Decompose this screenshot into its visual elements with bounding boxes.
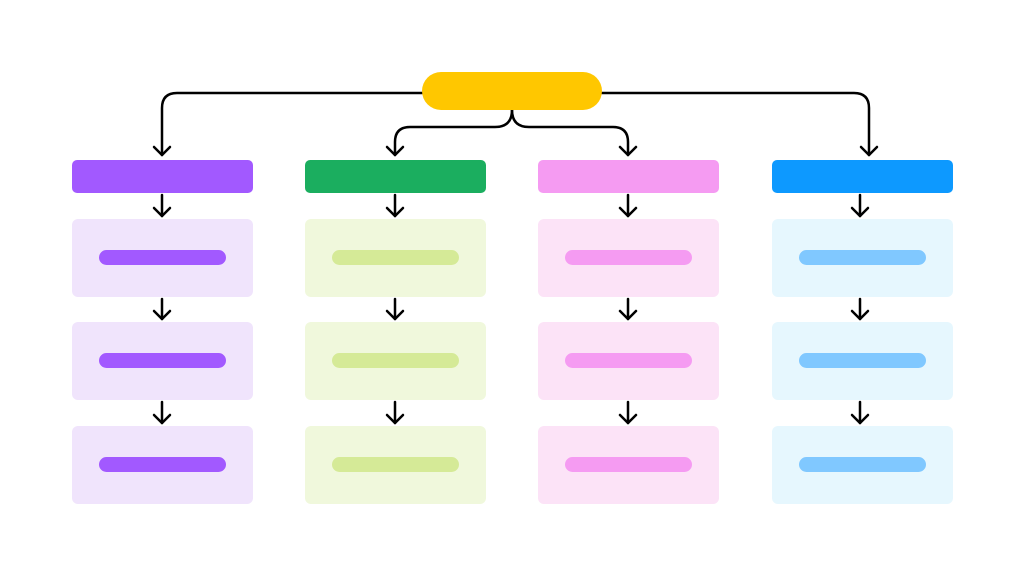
column-blue-card-2[interactable] — [772, 322, 953, 400]
column-pink-arrow-2-head — [618, 413, 638, 425]
column-green-arrow-0-head — [385, 206, 405, 218]
column-blue-card-1-text-placeholder — [799, 250, 926, 265]
column-blue-arrow-2-head — [850, 413, 870, 425]
connector-root-to-col4-head — [859, 145, 879, 157]
column-green-card-3[interactable] — [305, 426, 486, 504]
column-green-header[interactable] — [305, 160, 486, 193]
column-pink-card-2-text-placeholder — [565, 353, 692, 368]
column-pink-arrow-0-head — [618, 206, 638, 218]
column-purple-card-3-text-placeholder — [99, 457, 226, 472]
column-purple-card-2-text-placeholder — [99, 353, 226, 368]
column-purple-arrow-1-head — [152, 309, 172, 321]
column-pink-card-1-text-placeholder — [565, 250, 692, 265]
column-pink-card-3-text-placeholder — [565, 457, 692, 472]
column-green-card-2-text-placeholder — [332, 353, 459, 368]
column-blue-card-3-text-placeholder — [799, 457, 926, 472]
connector-root-to-col3-head — [618, 145, 638, 157]
column-purple-arrow-0-head — [152, 206, 172, 218]
root-node[interactable] — [422, 72, 602, 110]
connector-root-to-col4 — [600, 91, 871, 157]
column-purple-card-1-text-placeholder — [99, 250, 226, 265]
column-green-card-1[interactable] — [305, 219, 486, 297]
connector-root-to-col1 — [160, 91, 424, 157]
column-purple-arrow-2-head — [152, 413, 172, 425]
column-blue-arrow-1-head — [850, 309, 870, 321]
column-green-arrow-2-head — [385, 413, 405, 425]
column-pink-card-3[interactable] — [538, 426, 719, 504]
column-purple-card-2[interactable] — [72, 322, 253, 400]
column-purple-card-1[interactable] — [72, 219, 253, 297]
column-blue-card-2-text-placeholder — [799, 353, 926, 368]
column-pink-card-1[interactable] — [538, 219, 719, 297]
column-pink-header[interactable] — [538, 160, 719, 193]
connector-root-to-col1-head — [152, 145, 172, 157]
column-blue-header[interactable] — [772, 160, 953, 193]
connector-root-to-col2 — [393, 108, 514, 157]
column-green-arrow-1-head — [385, 309, 405, 321]
column-purple-header[interactable] — [72, 160, 253, 193]
column-purple-card-3[interactable] — [72, 426, 253, 504]
column-pink-card-2[interactable] — [538, 322, 719, 400]
connector-root-to-col2-head — [385, 145, 405, 157]
column-blue-card-3[interactable] — [772, 426, 953, 504]
column-green-card-3-text-placeholder — [332, 457, 459, 472]
column-green-card-2[interactable] — [305, 322, 486, 400]
column-blue-arrow-0-head — [850, 206, 870, 218]
column-green-card-1-text-placeholder — [332, 250, 459, 265]
column-blue-card-1[interactable] — [772, 219, 953, 297]
connector-root-to-col3 — [510, 108, 630, 157]
column-pink-arrow-1-head — [618, 309, 638, 321]
